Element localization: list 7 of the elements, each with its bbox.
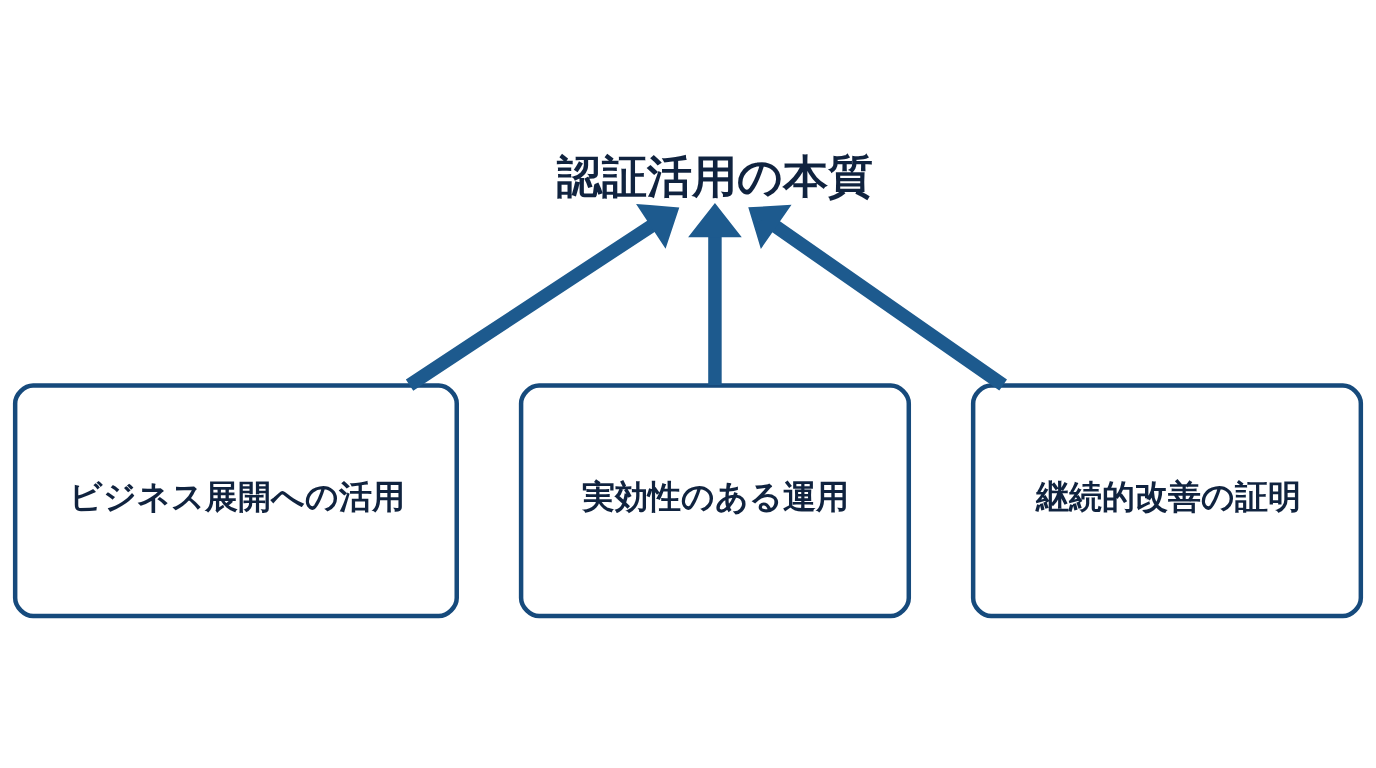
arrow: [748, 204, 1007, 391]
node-text: 認証活用の本質: [557, 150, 874, 204]
arrow: [688, 203, 742, 386]
node-box: 実効性のある運用: [518, 383, 912, 619]
node-box: 継続的改善の証明: [970, 383, 1364, 619]
arrow: [405, 203, 680, 391]
node-box: ビジネス展開への活用: [12, 383, 459, 619]
